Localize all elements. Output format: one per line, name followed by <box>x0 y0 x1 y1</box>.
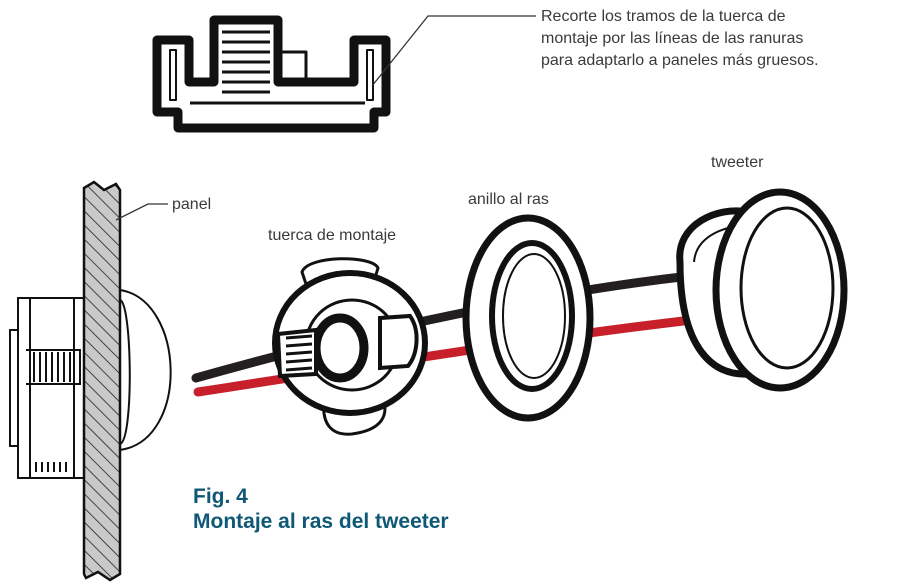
panel <box>82 180 122 582</box>
flush-ring-label: anillo al ras <box>468 191 549 208</box>
trim-instruction-note: Recorte los tramos de la tuerca de monta… <box>541 6 891 72</box>
figure-caption: Montaje al ras del tweeter <box>193 510 449 533</box>
note-leader-line <box>371 15 536 87</box>
mounted-flange <box>119 299 131 445</box>
panel-label: panel <box>172 196 212 213</box>
flush-ring <box>462 214 594 422</box>
nut-thread-lines <box>222 30 270 94</box>
figure-number: Fig. 4 <box>193 485 248 508</box>
mounting-nut-label: tuerca de montaje <box>268 227 397 244</box>
black-wire <box>191 271 695 383</box>
mounted-tweeter <box>9 288 172 479</box>
loose-nut-thread <box>285 334 313 372</box>
panel-leader-line <box>115 203 168 221</box>
tweeter-label: tweeter <box>711 154 764 171</box>
tweeter <box>676 188 848 392</box>
red-wire <box>193 315 697 397</box>
note-line-1: Recorte los tramos de la tuerca de <box>541 8 786 25</box>
mounted-nut-thread-bottom <box>35 462 67 472</box>
note-line-3: para adaptarlo a paneles más gruesos. <box>541 52 819 69</box>
note-line-2: montaje por las líneas de las ranuras <box>541 30 804 47</box>
loose-mounting-nut <box>272 257 428 436</box>
mounted-nut-thread <box>33 352 71 382</box>
nut-profile-detail <box>152 15 391 133</box>
